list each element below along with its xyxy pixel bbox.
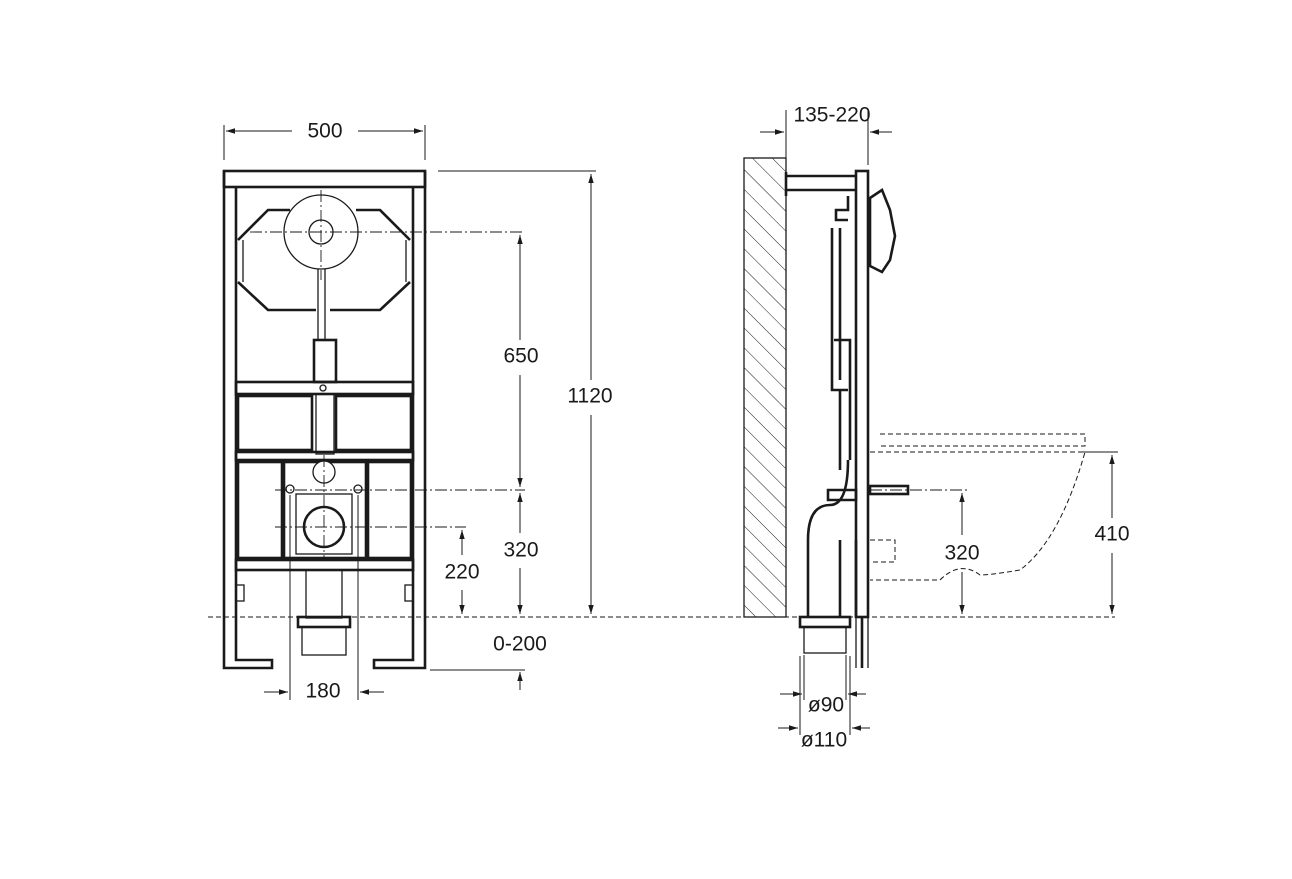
outlet-bend — [806, 459, 858, 617]
dim-side-outlet-height: 320 — [944, 542, 979, 565]
frame-outer — [222, 169, 427, 189]
dim-supply-height: 220 — [444, 561, 479, 584]
frame-right-leg — [372, 171, 427, 670]
dim-leg-adjust: 0-200 — [493, 633, 547, 656]
dim-bolt-spacing: 180 — [305, 680, 340, 703]
dim-bowl-height: 410 — [1094, 523, 1129, 546]
wc-bowl-outline — [870, 433, 1086, 581]
frame-upright — [854, 169, 870, 619]
cistern-side — [830, 196, 852, 470]
dim-flush-height: 650 — [503, 345, 538, 368]
flush-plate — [868, 188, 897, 274]
frame-left-leg — [222, 171, 274, 670]
wall-hatch — [743, 157, 787, 618]
dim-outlet-height: 320 — [503, 539, 538, 562]
cistern-outline — [237, 208, 411, 312]
side-view: 135-220 320 410 ø90 ø110 — [743, 104, 1130, 752]
dim-width: 500 — [307, 120, 342, 143]
front-view: 500 1120 650 320 220 0-200 180 — [222, 120, 613, 703]
dim-outlet-inner-diameter: ø90 — [808, 694, 844, 717]
dim-depth: 135-220 — [793, 104, 870, 127]
dim-total-height: 1120 — [567, 385, 612, 408]
dim-outlet-outer-diameter: ø110 — [801, 729, 847, 752]
